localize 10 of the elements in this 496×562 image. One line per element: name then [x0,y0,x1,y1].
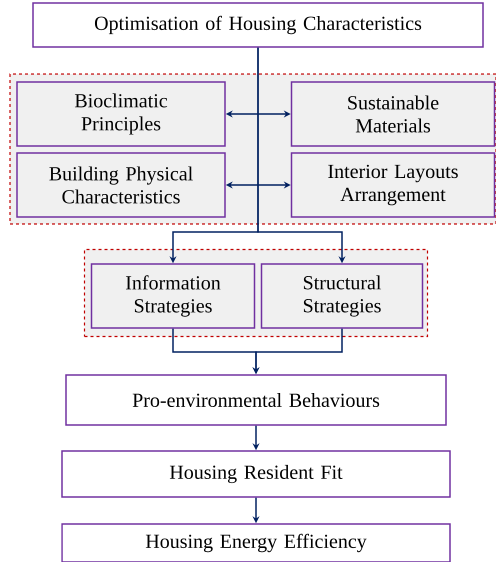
process-box: Structural Strategies [260,263,424,329]
process-box: Bioclimatic Principles [16,81,226,147]
process-box: Building Physical Characteristics [16,152,226,218]
process-box: Information Strategies [90,263,256,329]
process-box: Optimisation of Housing Characteristics [32,2,484,48]
process-box: Pro-environmental Behaviours [65,374,447,426]
process-box: Interior Layouts Arrangement [290,152,496,218]
process-box: Sustainable Materials [290,81,496,147]
process-box: Housing Resident Fit [61,450,451,498]
process-box: Housing Energy Efficiency [61,523,451,562]
